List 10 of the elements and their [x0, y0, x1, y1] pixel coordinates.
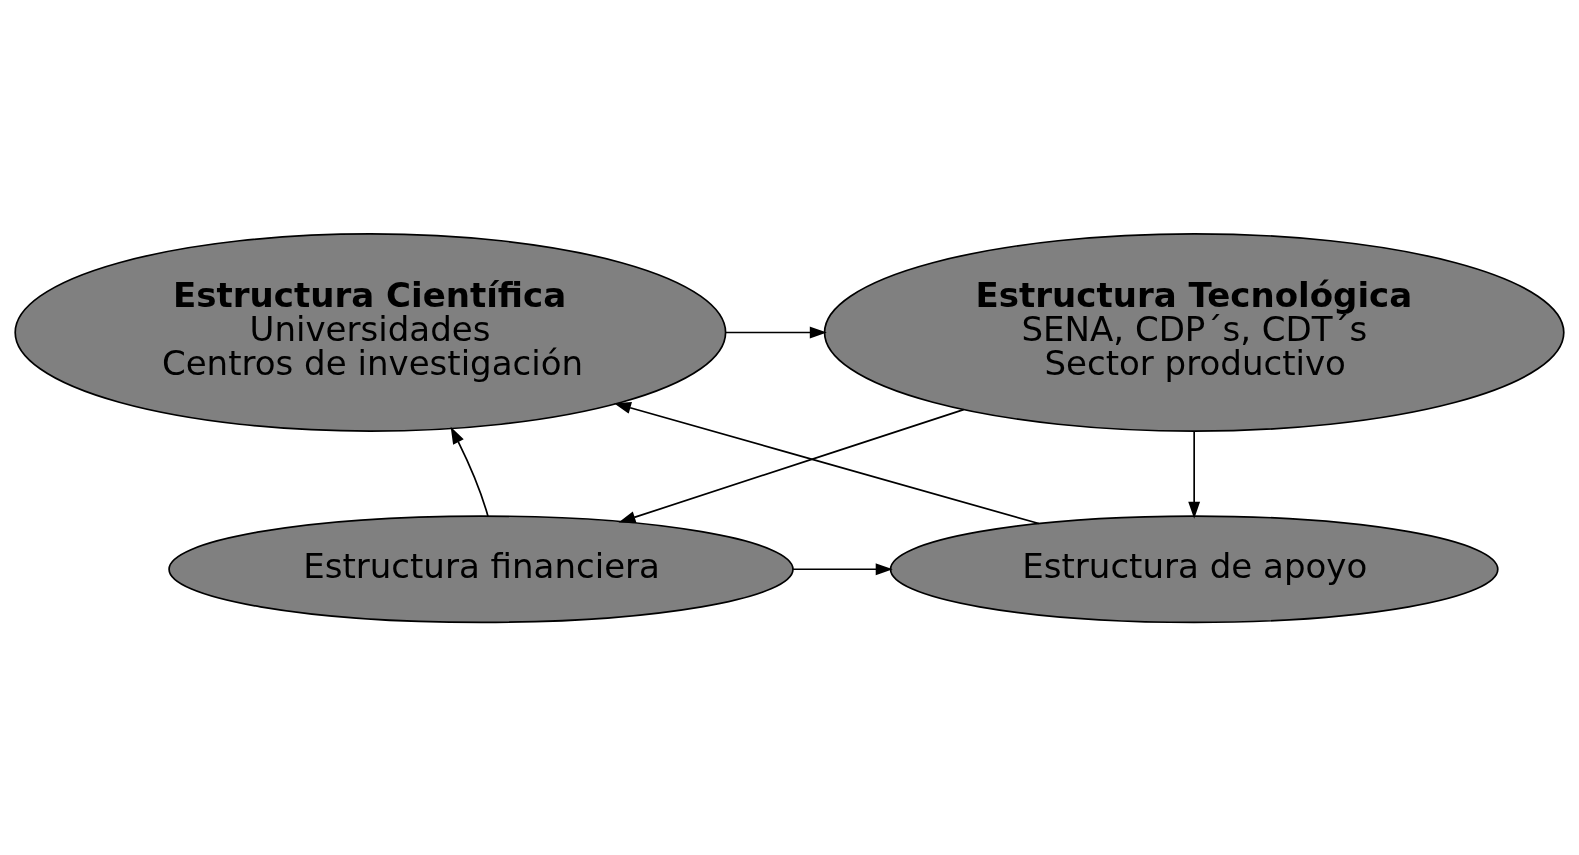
arrow [792, 562, 893, 575]
node-ellipse: Estructura de apoyo [889, 514, 1499, 623]
arrow [1188, 430, 1201, 519]
node-ellipse: Estructura Tecnológica SENA, CDP´s, CDT´s Sector productivo [823, 232, 1565, 432]
arrow [725, 326, 827, 338]
node-ellipse: Estructura financiera [168, 514, 794, 623]
arrow [613, 401, 1040, 524]
arrow [450, 426, 489, 517]
node-ellipse: Estructura Científica Universidades Centros de investigación [14, 232, 727, 432]
arrow [618, 408, 965, 523]
